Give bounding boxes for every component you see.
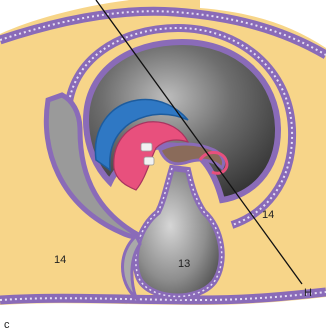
label-amniotic-cavity-right: 14 xyxy=(262,209,274,221)
cell-1 xyxy=(141,143,152,151)
label-panel: c xyxy=(4,319,10,331)
label-yolk-sac: 13 xyxy=(178,258,190,270)
label-amniotic-cavity-left: 14 xyxy=(54,254,66,266)
cell-2 xyxy=(144,157,154,165)
label-section-line: H xyxy=(304,287,312,299)
